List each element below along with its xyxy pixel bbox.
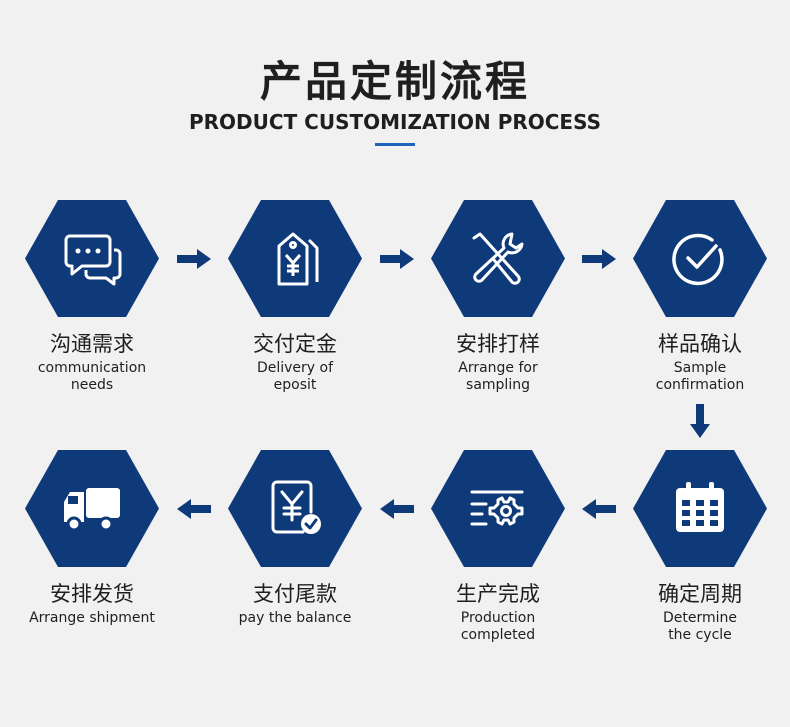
title-underline [375,143,415,146]
price-tag-icon [277,232,319,286]
payment-receipt-icon [271,480,321,534]
delivery-truck-icon [64,488,120,532]
hexagon-badge [25,200,159,317]
hexagon-badge [431,450,565,567]
tools-icon [472,232,524,285]
step-title: 安排打样 [456,332,540,356]
step-subtitle: pay the balance [238,610,352,626]
step-title: 支付尾款 [253,582,337,606]
arrow-left-icon [582,499,616,519]
step-title: 样品确认 [658,332,742,356]
check-circle-icon [672,233,724,286]
step-title: 沟通需求 [50,332,134,356]
step-title: 确定周期 [658,582,742,606]
hexagon-badge [228,450,362,567]
arrow-right-icon [582,249,616,269]
arrow-left-icon [177,499,211,519]
arrow-right-icon [177,249,211,269]
page-title: 产品定制流程 [259,57,530,106]
page-subtitle: PRODUCT CUSTOMIZATION PROCESS [188,110,602,134]
arrow-down-icon [690,404,710,438]
hexagon-badge [25,450,159,567]
hexagon-badge [228,200,362,317]
chat-bubbles-icon [64,234,122,286]
hexagon-badge [431,200,565,317]
step-title: 交付定金 [253,332,337,356]
gear-production-icon [470,490,524,526]
arrow-right-icon [380,249,414,269]
step-title: 安排发货 [50,582,134,606]
arrow-left-icon [380,499,414,519]
calendar-icon [676,482,724,532]
hexagon-badge [633,450,767,567]
step-subtitle: Arrange shipment [29,610,155,626]
step-title: 生产完成 [456,582,540,606]
hexagon-badge [633,200,767,317]
